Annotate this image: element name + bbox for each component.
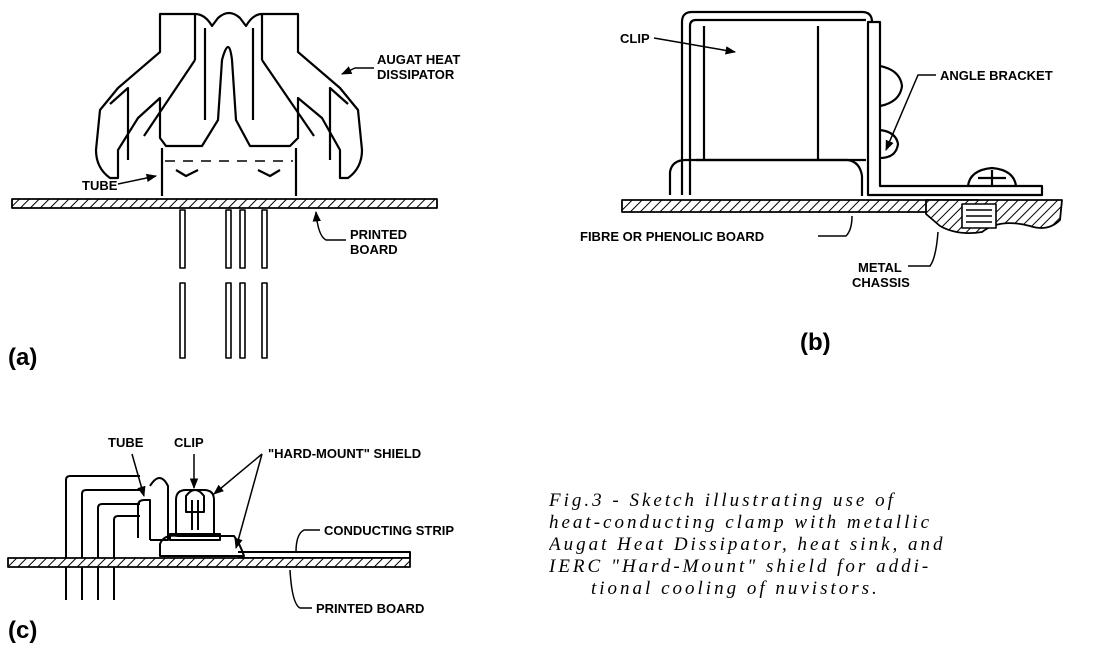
panel-a bbox=[11, 11, 438, 359]
hard-mount-shield bbox=[159, 534, 245, 557]
tube-a-drawing bbox=[160, 148, 298, 196]
clip-b-drawing bbox=[668, 10, 874, 196]
panel-a-tag: (a) bbox=[8, 344, 37, 371]
panel-b bbox=[621, 10, 1063, 267]
label-conducting-strip: CONDUCTING STRIP bbox=[324, 523, 454, 538]
fibre-board bbox=[621, 199, 979, 213]
label-printed-board-a-2: BOARD bbox=[350, 242, 398, 257]
leads-c bbox=[65, 475, 140, 600]
label-hard-mount-shield: "HARD-MOUNT" SHIELD bbox=[268, 446, 421, 461]
clip-c-drawing bbox=[169, 489, 221, 541]
panel-c bbox=[7, 453, 411, 609]
label-tube-c: TUBE bbox=[108, 435, 144, 450]
label-printed-board-a-1: PRINTED bbox=[350, 227, 407, 242]
label-metal-chassis-1: METAL bbox=[858, 260, 902, 275]
augat-heat-dissipator-drawing bbox=[94, 11, 364, 180]
tube-c-drawing bbox=[137, 477, 169, 541]
caption-line-1: Fig.3 - Sketch illustrating use of bbox=[549, 490, 896, 511]
figure-caption: Fig.3 - Sketch illustrating use of heat-… bbox=[549, 490, 1102, 600]
label-angle-bracket: ANGLE BRACKET bbox=[940, 68, 1053, 83]
angle-bracket-drawing bbox=[866, 20, 1044, 197]
label-tube-a: TUBE bbox=[82, 178, 118, 193]
printed-board-a bbox=[11, 198, 438, 209]
label-augat-heat-dissipator-2: DISSIPATOR bbox=[377, 67, 455, 82]
label-metal-chassis-2: CHASSIS bbox=[852, 275, 910, 290]
panel-b-tag: (b) bbox=[800, 329, 831, 356]
label-printed-board-c: PRINTED BOARD bbox=[316, 601, 424, 616]
tube-pins-a bbox=[179, 209, 268, 359]
label-clip-b: CLIP bbox=[620, 31, 650, 46]
caption-line-3: Augat Heat Dissipator, heat sink, and bbox=[549, 534, 946, 555]
label-augat-heat-dissipator-1: AUGAT HEAT bbox=[377, 52, 460, 67]
panel-c-tag: (c) bbox=[8, 617, 37, 644]
caption-line-4: IERC "Hard-Mount" shield for addi- bbox=[549, 556, 932, 577]
printed-board-c bbox=[7, 557, 411, 568]
caption-line-2: heat-conducting clamp with metallic bbox=[549, 512, 933, 533]
label-clip-c: CLIP bbox=[174, 435, 204, 450]
label-fibre-board: FIBRE OR PHENOLIC BOARD bbox=[580, 229, 764, 244]
caption-line-5: tional cooling of nuvistors. bbox=[591, 578, 880, 599]
